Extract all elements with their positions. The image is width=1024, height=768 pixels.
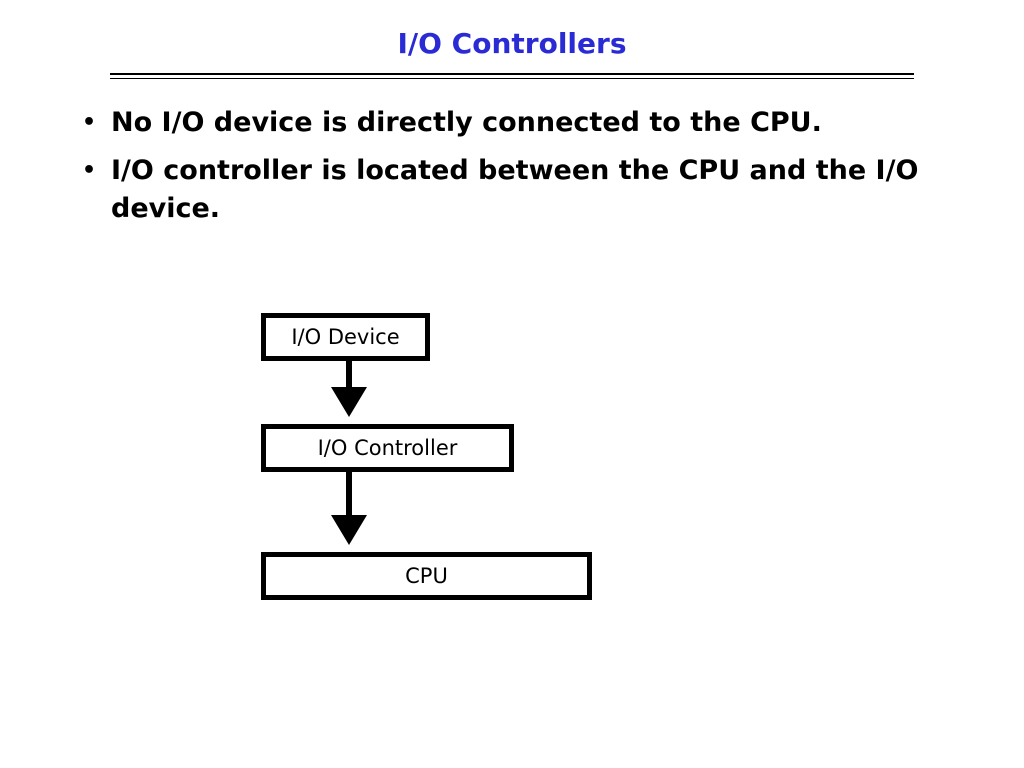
bullet-item: • I/O controller is located between the … xyxy=(82,152,942,228)
cpu-box: CPU xyxy=(261,552,592,600)
bullet-text: No I/O device is directly connected to t… xyxy=(111,107,822,138)
io-controller-label: I/O Controller xyxy=(317,436,458,460)
bullet-text: I/O controller is located between the CP… xyxy=(111,155,919,224)
bullet-marker: • xyxy=(82,158,97,183)
bullet-marker: • xyxy=(82,110,97,135)
title-divider xyxy=(110,73,914,79)
io-controller-box: I/O Controller xyxy=(261,424,514,472)
bullet-item: • No I/O device is directly connected to… xyxy=(82,104,942,142)
cpu-label: CPU xyxy=(405,564,448,588)
slide-title: I/O Controllers xyxy=(397,27,627,60)
io-device-label: I/O Device xyxy=(291,325,400,349)
io-device-box: I/O Device xyxy=(261,313,430,361)
bullet-list: • No I/O device is directly connected to… xyxy=(82,104,942,238)
